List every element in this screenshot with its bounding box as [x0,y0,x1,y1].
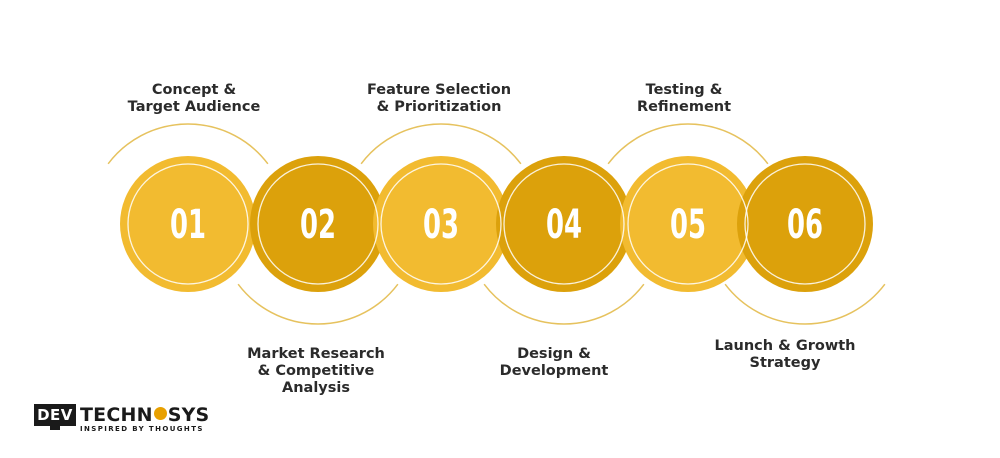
logo-main-left: TECHN [80,404,153,426]
logo-tagline: INSPIRED BY THOUGHTS [80,425,204,433]
step-03-label: Feature Selection & Prioritization [366,82,512,115]
logo-monitor-stand [50,426,60,430]
step-01-ring [127,163,249,285]
step-04-circle [496,156,632,292]
step-03-circle [373,156,509,292]
step-03-number: 03 [423,202,459,248]
step-06-label: Launch & Growth Strategy [714,338,856,371]
step-05-label: Testing & Refinement [636,82,732,115]
logo-wordmark: TECHN SYS [80,404,209,426]
step-01-circle [120,156,256,292]
step-02-circle [250,156,386,292]
step-03-ring [380,163,502,285]
step-06-circle [737,156,873,292]
logo-o-icon [153,407,167,420]
logo-monitor-icon: DEV [34,404,76,426]
logo-main-right: SYS [167,404,210,426]
step-02-label: Market Research & Competitive Analysis [247,346,385,396]
step-06-number: 06 [787,202,823,248]
step-02-number: 02 [300,202,336,248]
step-01-arc [107,123,269,165]
logo-box-text: DEV [37,406,73,424]
step-04-ring [503,163,625,285]
step-05-ring [627,163,749,285]
step-01-number: 01 [170,202,206,248]
step-01-label: Concept & Target Audience [127,82,261,115]
step-06-arc [724,283,886,325]
step-06-ring [744,163,866,285]
step-03-arc [360,123,522,165]
step-04-number: 04 [546,202,582,248]
step-02-ring [257,163,379,285]
step-04-label: Design & Development [499,346,609,379]
step-05-number: 05 [670,202,706,248]
step-05-arc [607,123,769,165]
step-02-arc [237,283,399,325]
step-05-circle [620,156,756,292]
company-logo: DEV TECHN SYS INSPIRED BY THOUGHTS [34,404,214,434]
step-04-arc [483,283,645,325]
